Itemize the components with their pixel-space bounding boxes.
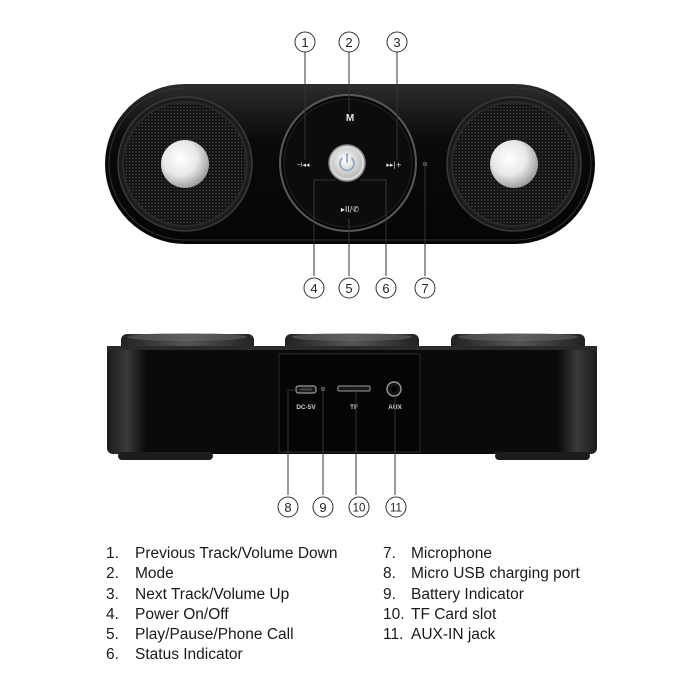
legend-item: 2.Mode	[106, 564, 337, 584]
skip-previous-icon[interactable]: ⊣◂◂	[296, 161, 310, 169]
svg-text:9: 9	[319, 500, 326, 515]
skip-next-icon[interactable]: ▸▸|+	[386, 161, 401, 169]
legend-left-column: 1.Previous Track/Volume Down 2.Mode 3.Ne…	[106, 544, 337, 666]
control-panel: M ⊣◂◂ ▸▸|+ ▸II/✆	[279, 94, 417, 232]
legend-label: Previous Track/Volume Down	[135, 545, 338, 562]
callout-lines	[287, 52, 426, 495]
callout-4: 4	[303, 277, 325, 299]
callout-9: 9	[312, 496, 334, 518]
legend-right-column: 7.Microphone 8.Micro USB charging port 9…	[383, 544, 580, 645]
left-speaker-driver	[117, 96, 253, 232]
svg-text:6: 6	[382, 281, 389, 296]
dc-port-label: DC-5V	[296, 404, 316, 411]
play-pause-phone-icon[interactable]: ▸II/✆	[341, 205, 359, 214]
svg-text:11: 11	[390, 503, 402, 515]
legend-label: Status Indicator	[135, 646, 243, 664]
svg-text:3: 3	[393, 35, 400, 50]
svg-text:7: 7	[421, 281, 428, 296]
callout-1: 1	[294, 31, 316, 53]
tf-card-slot[interactable]	[337, 385, 371, 392]
power-button[interactable]	[328, 144, 366, 182]
speaker-front-view: M ⊣◂◂ ▸▸|+ ▸II/✆	[105, 84, 595, 244]
callout-2: 2	[338, 31, 360, 53]
legend-label: Microphone	[411, 545, 492, 562]
mode-button[interactable]: M	[346, 113, 354, 124]
legend-item: 11.AUX-IN jack	[383, 625, 580, 645]
callout-11: 11	[385, 496, 407, 518]
svg-text:5: 5	[345, 281, 352, 296]
legend-label: Play/Pause/Phone Call	[135, 626, 294, 644]
legend-label: Power On/Off	[135, 605, 229, 623]
legend-item: 4.Power On/Off	[106, 605, 337, 625]
micro-usb-port[interactable]	[295, 385, 317, 394]
legend-item: 3.Next Track/Volume Up	[106, 585, 337, 605]
callout-markers: 1 2 3 4 5 6 7 8	[277, 31, 436, 518]
legend-item: 9.Battery Indicator	[383, 585, 580, 605]
legend-label: AUX-IN jack	[411, 626, 496, 644]
svg-text:1: 1	[301, 35, 308, 50]
callout-10: 10	[348, 496, 370, 518]
legend-label: Battery Indicator	[411, 585, 524, 603]
legend-label: TF Card slot	[411, 605, 497, 623]
legend-label: Micro USB charging port	[411, 565, 580, 583]
legend-item: 5.Play/Pause/Phone Call	[106, 625, 337, 645]
tf-slot-label: TF	[350, 404, 358, 411]
battery-indicator-led	[320, 386, 326, 392]
aux-in-jack[interactable]	[386, 381, 402, 397]
microphone-hole	[422, 161, 428, 167]
legend-item: 10.TF Card slot	[383, 605, 580, 625]
legend-label: Next Track/Volume Up	[135, 585, 290, 603]
callout-6: 6	[375, 277, 397, 299]
legend-item: 6.Status Indicator	[106, 645, 337, 665]
callout-8: 8	[277, 496, 299, 518]
power-icon	[339, 153, 355, 172]
callout-5: 5	[338, 277, 360, 299]
callout-7: 7	[414, 277, 436, 299]
speaker-diagram: M ⊣◂◂ ▸▸|+ ▸II/✆	[105, 31, 597, 518]
svg-text:2: 2	[345, 35, 352, 50]
legend-item: 7.Microphone	[383, 544, 580, 564]
legend-label: Mode	[135, 565, 174, 583]
svg-text:4: 4	[310, 281, 317, 296]
right-speaker-driver	[446, 96, 582, 232]
legend-item: 1.Previous Track/Volume Down	[106, 544, 337, 564]
callout-3: 3	[386, 31, 408, 53]
svg-text:10: 10	[353, 503, 366, 515]
svg-text:8: 8	[284, 500, 291, 515]
port-panel	[278, 353, 421, 453]
speaker-back-view: DC-5V TF AUX	[107, 333, 597, 460]
legend-item: 8.Micro USB charging port	[383, 564, 580, 584]
